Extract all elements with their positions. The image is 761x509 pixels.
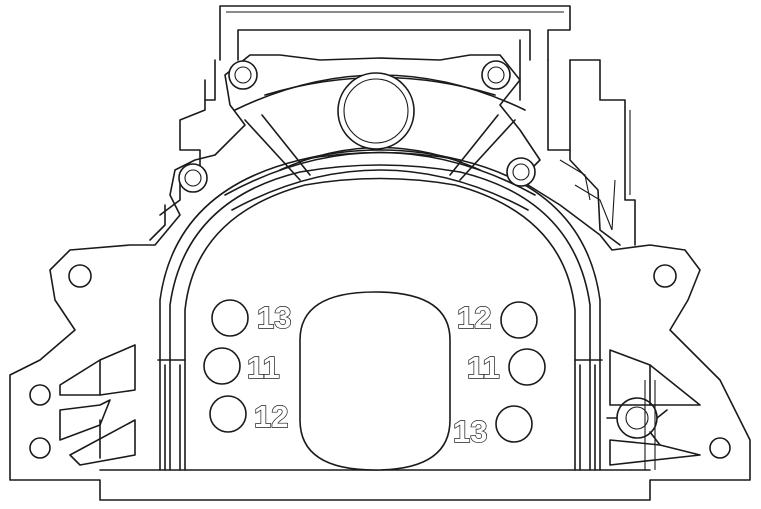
- mount-hole-lower-left-2: [29, 437, 51, 459]
- mount-hole-lower-left-1: [29, 384, 51, 406]
- callout-left-bottom: 12: [254, 399, 288, 434]
- bolt-hole-right-top: [500, 301, 538, 339]
- bolt-callouts: 13 11 12 12 11 13: [246, 299, 500, 449]
- right-lower-ribs: [609, 349, 701, 470]
- bolt-holes-right: [495, 301, 546, 443]
- callout-left-top: 13: [257, 300, 291, 335]
- mount-hole-mid-right: [506, 157, 536, 187]
- bolt-holes-left: [203, 299, 249, 433]
- bolt-hole-left-mid: [203, 347, 241, 385]
- upper-arch: [224, 72, 536, 211]
- bolt-hole-right-bottom: [495, 405, 533, 443]
- mount-hole-left-ear: [68, 264, 92, 288]
- callout-right-mid: 11: [467, 350, 500, 385]
- crank-bore-arch: [157, 151, 603, 471]
- callout-right-top: 12: [457, 300, 491, 335]
- mount-hole-mid-left: [178, 163, 208, 193]
- crankshaft-opening: [299, 291, 451, 471]
- callout-right-bottom: 13: [453, 414, 487, 449]
- left-lower-ribs: [59, 344, 136, 466]
- bolt-hole-left-bottom: [209, 395, 247, 433]
- mount-hole-right-ear: [653, 264, 677, 288]
- callout-left-mid: 11: [247, 350, 280, 385]
- cylinder-head-outline: [149, 5, 636, 246]
- mount-hole-lower-right: [709, 437, 731, 459]
- mount-hole-top-left: [228, 60, 258, 90]
- mounting-holes: [29, 60, 731, 459]
- oil-filler-boss: [337, 72, 415, 150]
- mount-hole-top-right: [481, 60, 511, 90]
- bolt-hole-right-mid: [508, 348, 546, 386]
- bolt-hole-left-top: [211, 299, 249, 337]
